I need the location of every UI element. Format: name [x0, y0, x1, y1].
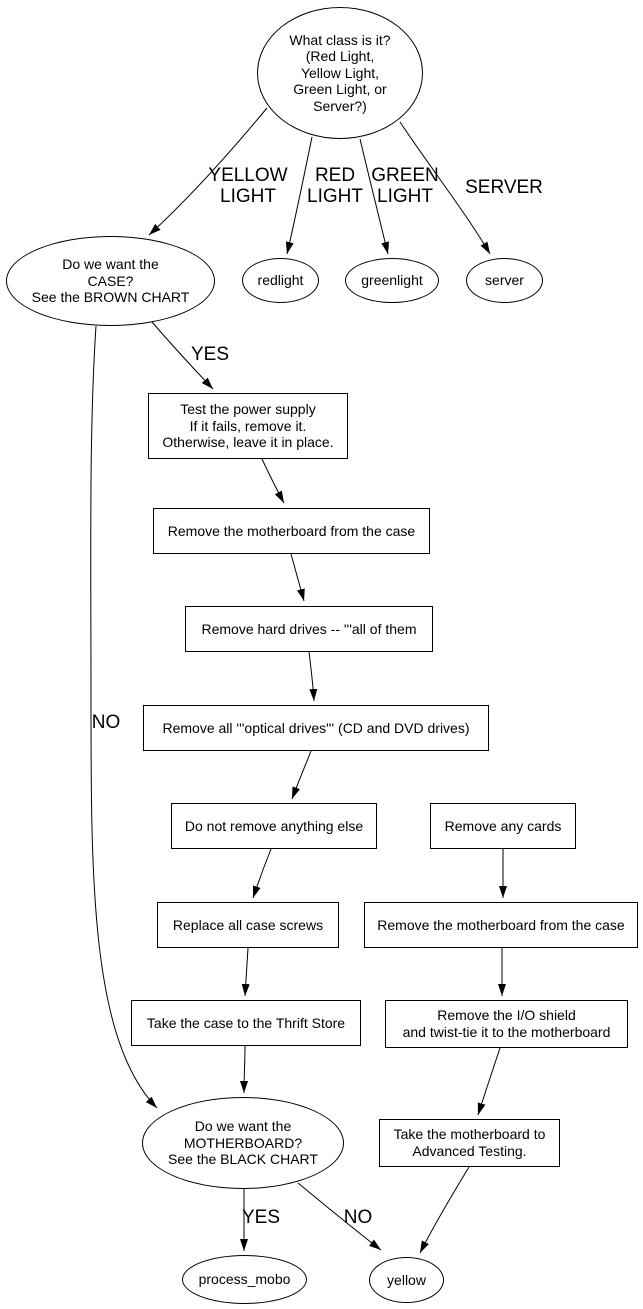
node-io-shield: Remove the I/O shield and twist-tie it t…: [385, 1000, 628, 1048]
node-redlight: redlight: [242, 258, 319, 303]
edge-class-to-greenlight: [359, 138, 390, 255]
node-test-power-supply: Test the power supply If it fails, remov…: [148, 393, 348, 459]
node-motherboard-question: Do we want the MOTHERBOARD? See the BLAC…: [142, 1097, 344, 1189]
edge-case-no-to-motherboard-question: [90, 325, 158, 1109]
edge-replace-screws-to-thrift-store: [241, 947, 250, 997]
edge-label-case-no: NO: [91, 712, 121, 733]
node-remove-hard-drives: Remove hard drives -- '''all of them: [185, 606, 433, 652]
node-case-question: Do we want the CASE? See the BROWN CHART: [6, 236, 215, 326]
node-remove-optical-drives: Remove all '''optical drives''' (CD and …: [143, 705, 489, 751]
edge-label-mobo-no: NO: [343, 1207, 373, 1228]
node-process-mobo: process_mobo: [182, 1255, 307, 1304]
edge-test-psu-to-remove-motherboard: [261, 458, 285, 504]
edge-optical-to-do-not-remove: [291, 750, 312, 800]
edge-thrift-store-to-motherboard-question: [240, 1045, 249, 1094]
edge-do-not-remove-to-replace-screws: [252, 848, 272, 899]
edge-advanced-testing-to-yellow: [419, 1166, 470, 1254]
node-advanced-testing: Take the motherboard to Advanced Testing…: [379, 1119, 560, 1167]
edge-label-mobo-yes: YES: [241, 1207, 281, 1228]
edge-case-yes-to-test-psu: [151, 321, 214, 390]
node-class-question: What class is it? (Red Light, Yellow Lig…: [257, 7, 423, 139]
node-replace-case-screws: Replace all case screws: [157, 902, 339, 948]
edge-label-yellow-light: YELLOW LIGHT: [208, 165, 288, 207]
node-remove-motherboard-2: Remove the motherboard from the case: [364, 902, 638, 948]
edge-label-green-light: GREEN LIGHT: [371, 165, 439, 207]
node-server: server: [466, 258, 543, 303]
node-greenlight: greenlight: [345, 258, 439, 303]
edge-class-to-redlight: [285, 136, 313, 255]
node-yellow: yellow: [369, 1257, 444, 1303]
node-remove-motherboard-1: Remove the motherboard from the case: [153, 508, 430, 554]
edge-label-server: SERVER: [465, 177, 543, 198]
node-thrift-store: Take the case to the Thrift Store: [131, 1000, 361, 1046]
edge-label-red-light: RED LIGHT: [307, 165, 363, 207]
edge-motherboard-no-to-yellow: [297, 1182, 382, 1251]
edge-hard-drives-to-optical-drives: [308, 651, 318, 702]
node-do-not-remove: Do not remove anything else: [171, 803, 377, 849]
edge-label-case-yes: YES: [190, 344, 230, 365]
edge-class-to-server: [399, 121, 491, 255]
edge-remove-motherboard-to-hard-drives: [290, 553, 305, 602]
edge-io-shield-to-advanced-testing: [477, 1047, 501, 1116]
node-remove-any-cards: Remove any cards: [430, 803, 576, 849]
edge-class-to-case: [148, 107, 268, 236]
